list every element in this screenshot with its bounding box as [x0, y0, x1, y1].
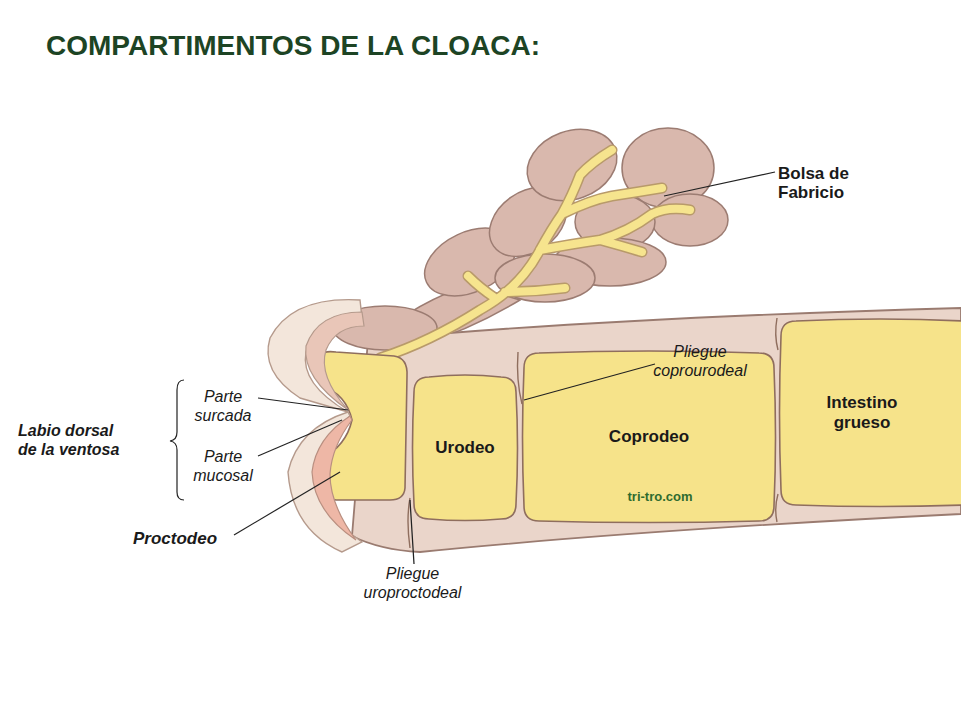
fold-line	[408, 498, 410, 548]
lip-layer	[312, 416, 356, 540]
leader-line	[258, 398, 348, 410]
lip-layer	[288, 412, 362, 552]
part-label: Parte surcada	[185, 387, 261, 425]
lip-label: Labio dorsal de la ventosa	[18, 421, 136, 459]
compartment-name: Intestino grueso	[812, 393, 912, 433]
fold-line	[776, 318, 778, 350]
duct-outline	[380, 150, 690, 358]
watermark: tri-tro.com	[612, 487, 708, 506]
compartment-text-holder: Intestino grueso	[762, 320, 961, 506]
compartment-name: Coprodeo	[609, 427, 689, 447]
diagram-title: COMPARTIMENTOS DE LA CLOACA:	[46, 30, 540, 62]
fold-label: Pliegue uroproctodeal	[355, 564, 470, 602]
lip-layer	[306, 312, 364, 410]
leader-line	[410, 500, 414, 564]
organ-label: Bolsa de Fabricio	[778, 164, 868, 202]
leader-lines	[170, 172, 775, 564]
bursa-lobe	[652, 194, 728, 246]
leader-line	[664, 172, 775, 196]
compartment-text-holder: Urodeo	[413, 376, 517, 520]
fold-line	[776, 494, 778, 522]
compartment-outline	[780, 319, 961, 507]
compartment: Intestino grueso	[780, 320, 961, 506]
compartment-outline	[413, 375, 518, 521]
fold-line	[518, 352, 523, 404]
bracket	[170, 380, 184, 500]
compartment-label: Proctodeo	[133, 529, 243, 548]
compartment-name: Urodeo	[435, 438, 495, 458]
bursa-duct	[380, 150, 690, 358]
leader-line	[258, 420, 342, 456]
fold-label: Pliegue coprourodeal	[650, 342, 750, 380]
duct-lumen	[380, 150, 690, 358]
part-label: Parte mucosal	[185, 447, 261, 485]
compartment: Urodeo	[413, 376, 517, 520]
